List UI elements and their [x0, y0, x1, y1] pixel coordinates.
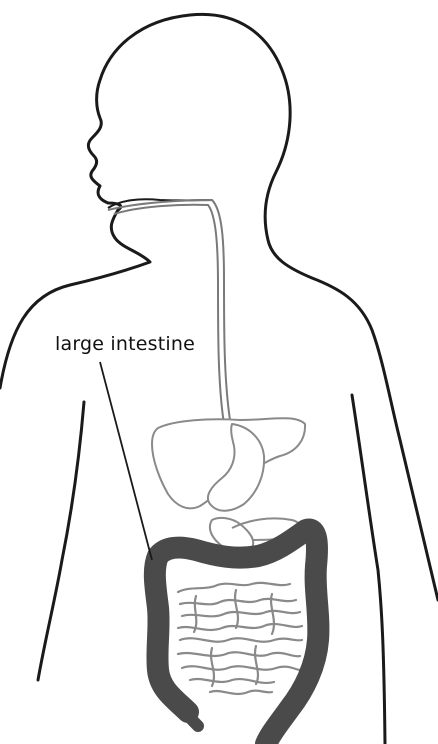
small-intestine: [178, 583, 302, 694]
label-leader-line: [100, 362, 152, 560]
right-arm-line: [352, 395, 385, 744]
esophagus-inner: [114, 205, 224, 424]
large-intestine-label: large intestine: [55, 333, 195, 355]
left-arm-line: [38, 402, 84, 680]
esophagus: [108, 200, 230, 420]
